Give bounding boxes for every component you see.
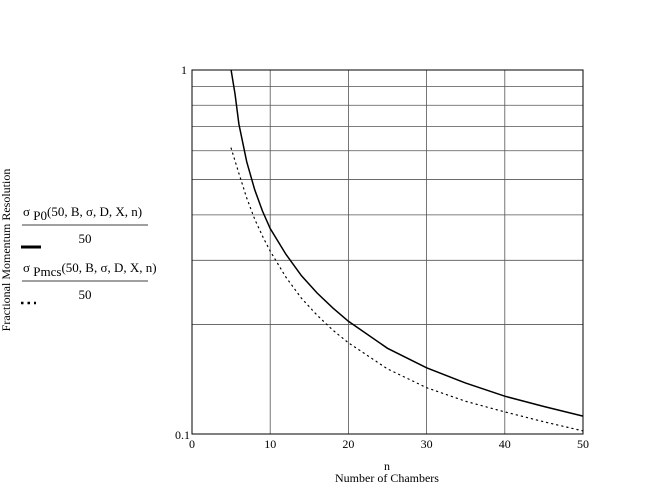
- x-tick-label: 50: [577, 437, 589, 451]
- legend-entry-pmcs: σ Pmcs(50, B, σ, D, X, n) 50: [21, 260, 157, 305]
- y-tick-label: 1: [181, 63, 187, 77]
- y-axis-title: Fractional Momentum Resolution: [0, 169, 13, 332]
- legend-denominator: 50: [79, 287, 92, 302]
- legend-entry-p0: σ P0(50, B, σ, D, X, n) 50: [21, 204, 148, 249]
- x-tick-label: 30: [421, 437, 433, 451]
- legend-label: σ Pmcs(50, B, σ, D, X, n): [23, 260, 157, 279]
- legend: σ P0(50, B, σ, D, X, n)50σ Pmcs(50, B, σ…: [21, 204, 157, 305]
- legend-denominator: 50: [79, 231, 92, 246]
- series-line-p0: [230, 69, 584, 417]
- x-axis-variable: n: [384, 459, 390, 473]
- x-tick-label: 0: [189, 437, 195, 451]
- legend-label: σ P0(50, B, σ, D, X, n): [23, 204, 142, 223]
- x-tick-label: 40: [499, 437, 511, 451]
- x-tick-label: 20: [342, 437, 354, 451]
- x-axis-title: Number of Chambers: [335, 471, 439, 485]
- y-tick-label: 0.1: [175, 428, 190, 442]
- plot-frame: [191, 69, 584, 435]
- series-layer: [230, 69, 584, 432]
- tick-labels: 0 10 20 30 40 50 1 0.1: [175, 63, 589, 451]
- grid-lines: [192, 70, 583, 434]
- series-line-pmcs: [230, 147, 584, 432]
- x-tick-label: 10: [264, 437, 276, 451]
